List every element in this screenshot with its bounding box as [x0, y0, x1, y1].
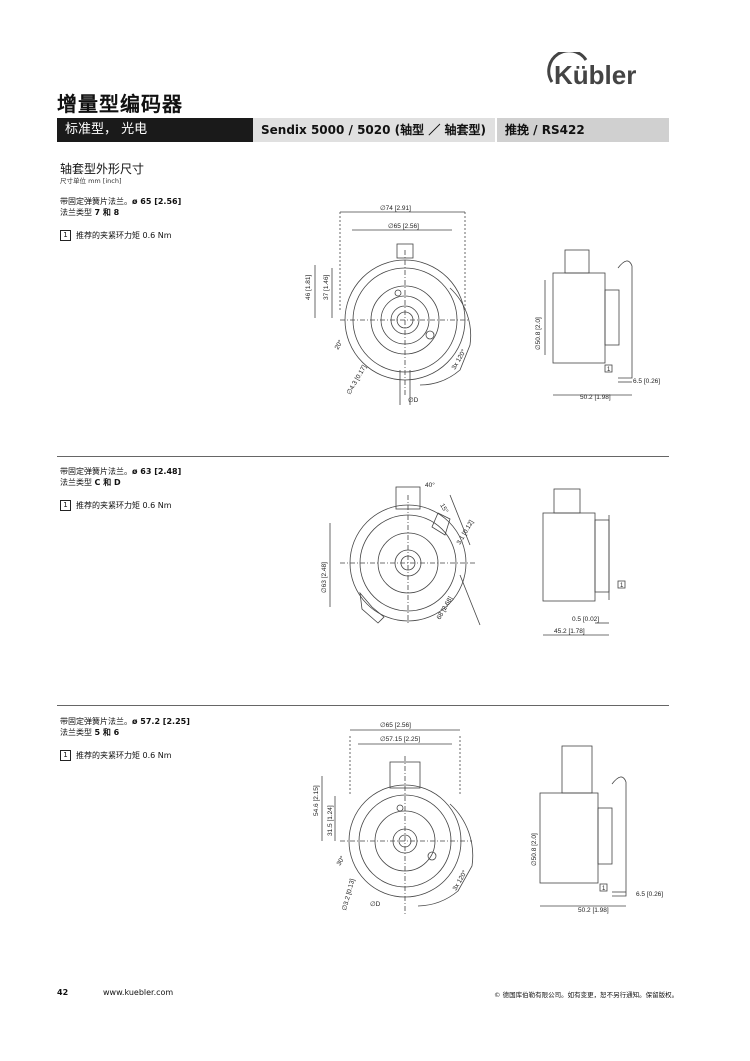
footer-url[interactable]: www.kuebler.com [103, 988, 174, 997]
svg-text:50.2 [1.98]: 50.2 [1.98] [578, 907, 609, 914]
svg-text:46 [1.81]: 46 [1.81] [305, 275, 312, 300]
drawing2-note: 1 推荐的夹紧环力矩 0.6 Nm [60, 500, 172, 511]
caption-dim: ø 57.2 [2.25] [132, 717, 190, 726]
svg-text:6.5 [0.26]: 6.5 [0.26] [633, 378, 660, 385]
svg-text:1: 1 [620, 583, 624, 589]
svg-text:6.5 [0.26]: 6.5 [0.26] [636, 891, 663, 898]
caption-types: C 和 D [94, 478, 121, 487]
header-product: Sendix 5000 / 5020 (轴型 ／ 轴套型) [253, 118, 495, 142]
svg-text:54.6 [2.15]: 54.6 [2.15] [313, 785, 320, 816]
svg-text:∅4.3 [0.17]: ∅4.3 [0.17] [346, 364, 369, 396]
section-divider [57, 456, 669, 457]
svg-text:30°: 30° [335, 854, 347, 867]
note-text: 推荐的夹紧环力矩 0.6 Nm [76, 501, 172, 510]
caption-types: 5 和 6 [94, 728, 120, 737]
drawing2-diagrams: 40° 15° 3.1 [0.12] ∅63 [2.48] 68 [2.68] … [321, 481, 626, 636]
caption-line1: 带固定弹簧片法兰。 [60, 467, 132, 476]
caption-dim: ø 65 [2.56] [132, 197, 182, 206]
header-interface: 推挽 / RS422 [497, 118, 669, 142]
svg-text:∅3.2 [0.13]: ∅3.2 [0.13] [341, 878, 356, 912]
svg-text:0.5 [0.02]: 0.5 [0.02] [572, 616, 599, 623]
svg-text:20°: 20° [333, 338, 345, 351]
section-title: 轴套型外形尺寸 [60, 162, 145, 176]
note-number-box: 1 [60, 750, 71, 761]
caption-line1: 带固定弹簧片法兰。 [60, 717, 132, 726]
footer-copyright: © 德国库伯勒有限公司。如有变更，恕不另行通知。保留版权。 [494, 991, 679, 999]
page-number: 42 [57, 988, 69, 997]
note-text: 推荐的夹紧环力矩 0.6 Nm [76, 231, 172, 240]
svg-text:3x 120°: 3x 120° [450, 348, 468, 371]
page-title: 增量型编码器 [57, 92, 183, 116]
svg-text:∅D: ∅D [370, 901, 381, 908]
svg-text:Kübler: Kübler [554, 60, 636, 90]
drawing1-note: 1 推荐的夹紧环力矩 0.6 Nm [60, 230, 172, 241]
section-divider [57, 705, 669, 706]
svg-text:40°: 40° [425, 481, 435, 489]
svg-text:∅50.8 [2.0]: ∅50.8 [2.0] [531, 833, 538, 866]
svg-text:∅65 [2.56]: ∅65 [2.56] [380, 722, 411, 729]
drawing2-caption: 带固定弹簧片法兰。ø 63 [2.48] 法兰类型 C 和 D [60, 466, 181, 488]
drawing1-caption: 带固定弹簧片法兰。ø 65 [2.56] 法兰类型 7 和 8 [60, 196, 181, 218]
svg-text:∅74 [2.91]: ∅74 [2.91] [380, 205, 411, 212]
caption-line1: 带固定弹簧片法兰。 [60, 197, 132, 206]
drawing1-diagrams: ∅74 [2.91] ∅65 [2.56] 46 [1.81] 37 [1.46… [305, 205, 660, 405]
svg-text:1: 1 [607, 367, 611, 373]
svg-text:∅D: ∅D [408, 397, 419, 404]
svg-text:∅50.8 [2.0]: ∅50.8 [2.0] [535, 317, 542, 350]
svg-text:50.2 [1.98]: 50.2 [1.98] [580, 394, 611, 401]
caption-line2: 法兰类型 [60, 478, 95, 487]
caption-types: 7 和 8 [94, 208, 120, 217]
caption-line2: 法兰类型 [60, 728, 95, 737]
drawing3-diagrams: ∅65 [2.56] ∅57.15 [2.25] 54.6 [2.15] 31.… [313, 722, 663, 916]
caption-dim: ø 63 [2.48] [132, 467, 182, 476]
svg-text:1: 1 [602, 886, 606, 892]
note-number-box: 1 [60, 500, 71, 511]
svg-text:37 [1.46]: 37 [1.46] [323, 275, 330, 300]
note-number-box: 1 [60, 230, 71, 241]
kubler-logo: Kübler [546, 49, 674, 92]
drawing3-note: 1 推荐的夹紧环力矩 0.6 Nm [60, 750, 172, 761]
note-text: 推荐的夹紧环力矩 0.6 Nm [76, 751, 172, 760]
drawing3-caption: 带固定弹簧片法兰。ø 57.2 [2.25] 法兰类型 5 和 6 [60, 716, 190, 738]
svg-text:∅57.15 [2.25]: ∅57.15 [2.25] [380, 736, 420, 743]
section-unit: 尺寸单位 mm [inch] [60, 177, 122, 185]
svg-text:∅63 [2.48]: ∅63 [2.48] [321, 562, 328, 593]
svg-text:∅65 [2.56]: ∅65 [2.56] [388, 223, 419, 230]
svg-text:3.1 [0.12]: 3.1 [0.12] [456, 519, 476, 546]
svg-text:3x 120°: 3x 120° [451, 869, 469, 892]
header-category: 标准型， 光电 [57, 118, 253, 142]
svg-text:31.5 [1.24]: 31.5 [1.24] [327, 805, 334, 836]
svg-text:15°: 15° [438, 502, 450, 515]
svg-text:45.2 [1.78]: 45.2 [1.78] [554, 628, 585, 635]
caption-line2: 法兰类型 [60, 208, 95, 217]
svg-text:68 [2.68]: 68 [2.68] [436, 595, 455, 621]
